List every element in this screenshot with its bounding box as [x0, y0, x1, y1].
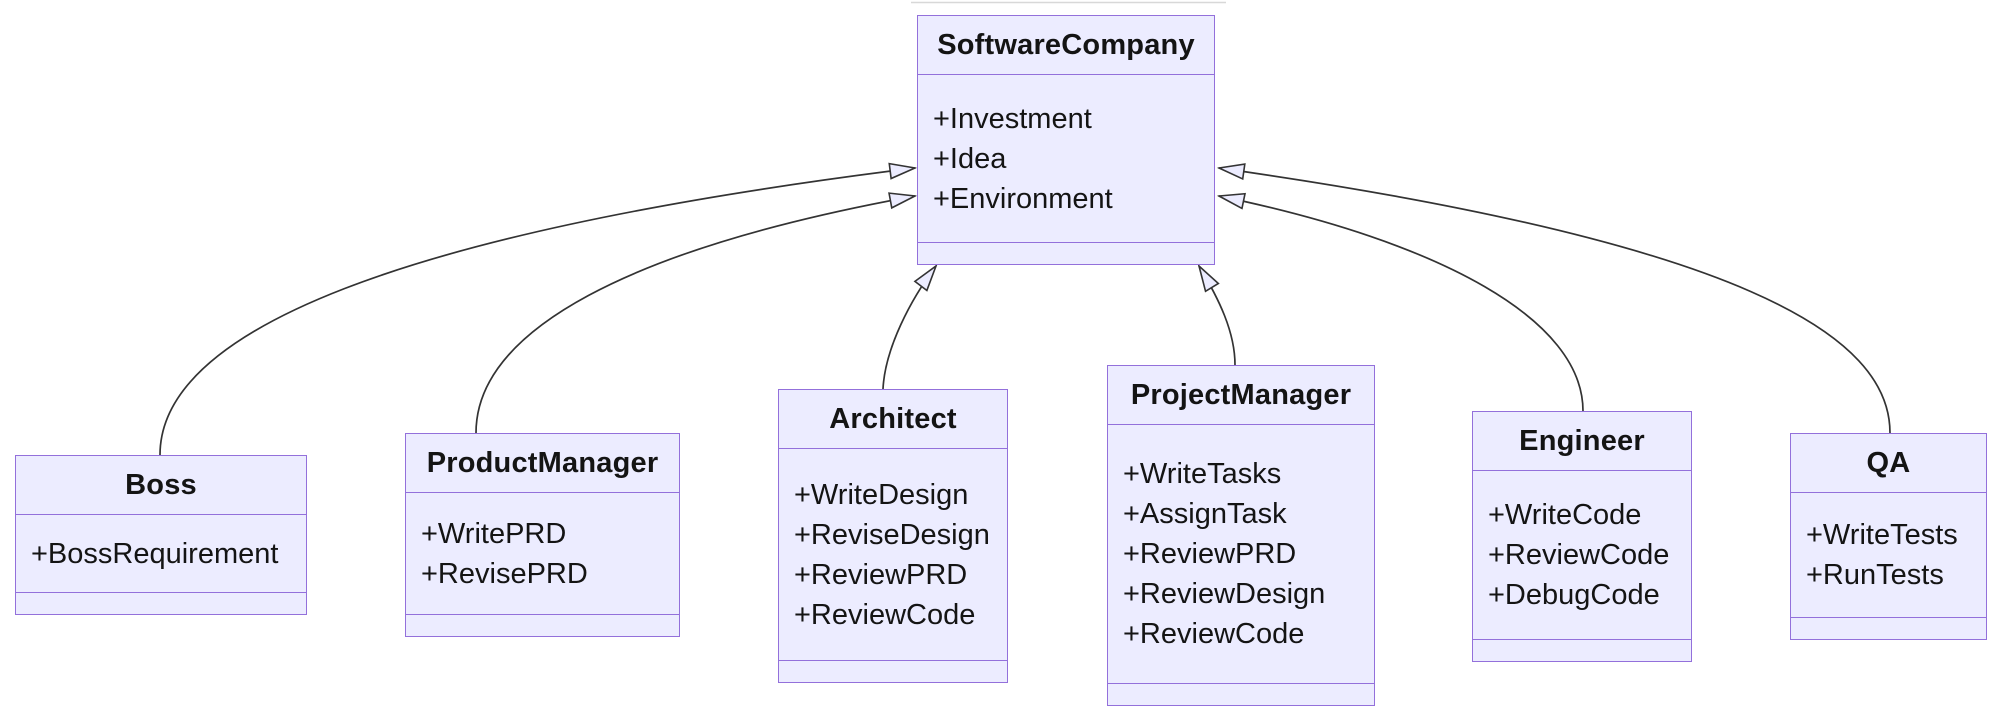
- class-methods-empty: [779, 660, 1007, 682]
- class-methods-empty: [406, 614, 679, 636]
- class-member: +Investment: [933, 102, 1092, 135]
- class-member: +WritePRD: [421, 517, 567, 550]
- class-members: +WriteCode +ReviewCode +DebugCode: [1473, 471, 1691, 639]
- class-methods-empty: [1791, 617, 1986, 639]
- class-member: +BossRequirement: [31, 537, 279, 570]
- class-member: +RunTests: [1806, 559, 1944, 591]
- edge-projectmanager-inherits-softwarecompany: [1199, 266, 1236, 366]
- class-member: +WriteDesign: [794, 478, 969, 511]
- class-members: +BossRequirement: [16, 515, 306, 592]
- class-member: +ReviewCode: [794, 598, 976, 631]
- class-members: +Investment +Idea +Environment: [918, 75, 1214, 242]
- class-methods-empty: [1473, 639, 1691, 661]
- class-member: +AssignTask: [1123, 498, 1287, 530]
- class-member: +DebugCode: [1488, 579, 1660, 611]
- class-member: +ReviseDesign: [794, 518, 990, 551]
- class-title: Architect: [779, 390, 1007, 449]
- class-member: +ReviewCode: [1123, 618, 1305, 650]
- class-member: +ReviewPRD: [794, 558, 968, 591]
- class-title: ProjectManager: [1108, 366, 1374, 425]
- class-box-boss: Boss +BossRequirement: [15, 455, 307, 615]
- class-title: SoftwareCompany: [918, 16, 1214, 75]
- class-title: ProductManager: [406, 434, 679, 493]
- class-member: +ReviewCode: [1488, 539, 1670, 571]
- class-member: +WriteCode: [1488, 499, 1642, 531]
- class-box-softwarecompany: SoftwareCompany +Investment +Idea +Environ…: [917, 15, 1215, 265]
- edge-boss-inherits-softwarecompany: [159, 168, 915, 456]
- class-box-productmanager: ProductManager +WritePRD +RevisePRD: [405, 433, 680, 637]
- class-member: +RevisePRD: [421, 557, 588, 590]
- class-box-architect: Architect +WriteDesign +ReviseDesign +Revi…: [778, 389, 1008, 683]
- edge-architect-inherits-softwarecompany: [882, 266, 936, 390]
- class-members: +WriteDesign +ReviseDesign +ReviewPRD +Revi…: [779, 449, 1007, 660]
- class-members: +WritePRD +RevisePRD: [406, 493, 679, 614]
- edge-productmanager-inherits-softwarecompany: [475, 196, 915, 434]
- edge-engineer-inherits-softwarecompany: [1219, 196, 1584, 412]
- class-member: +ReviewDesign: [1123, 578, 1326, 610]
- class-member: +Idea: [933, 142, 1007, 175]
- class-title: Engineer: [1473, 412, 1691, 471]
- class-box-projectmanager: ProjectManager +WriteTasks +AssignTask +Re…: [1107, 365, 1375, 706]
- class-member: +ReviewPRD: [1123, 538, 1297, 570]
- class-title: Boss: [16, 456, 306, 515]
- class-members: +WriteTests +RunTests: [1791, 493, 1986, 617]
- class-title: QA: [1791, 434, 1986, 493]
- class-member: +WriteTests: [1806, 519, 1958, 551]
- class-member: +WriteTasks: [1123, 458, 1282, 490]
- edge-qa-inherits-softwarecompany: [1219, 168, 1891, 434]
- class-methods-empty: [16, 592, 306, 614]
- class-box-engineer: Engineer +WriteCode +ReviewCode +DebugCode: [1472, 411, 1692, 662]
- class-members: +WriteTasks +AssignTask +ReviewPRD +ReviewD…: [1108, 425, 1374, 683]
- class-methods-empty: [918, 242, 1214, 264]
- class-member: +Environment: [933, 182, 1113, 215]
- class-box-qa: QA +WriteTests +RunTests: [1790, 433, 1987, 640]
- class-methods-empty: [1108, 683, 1374, 705]
